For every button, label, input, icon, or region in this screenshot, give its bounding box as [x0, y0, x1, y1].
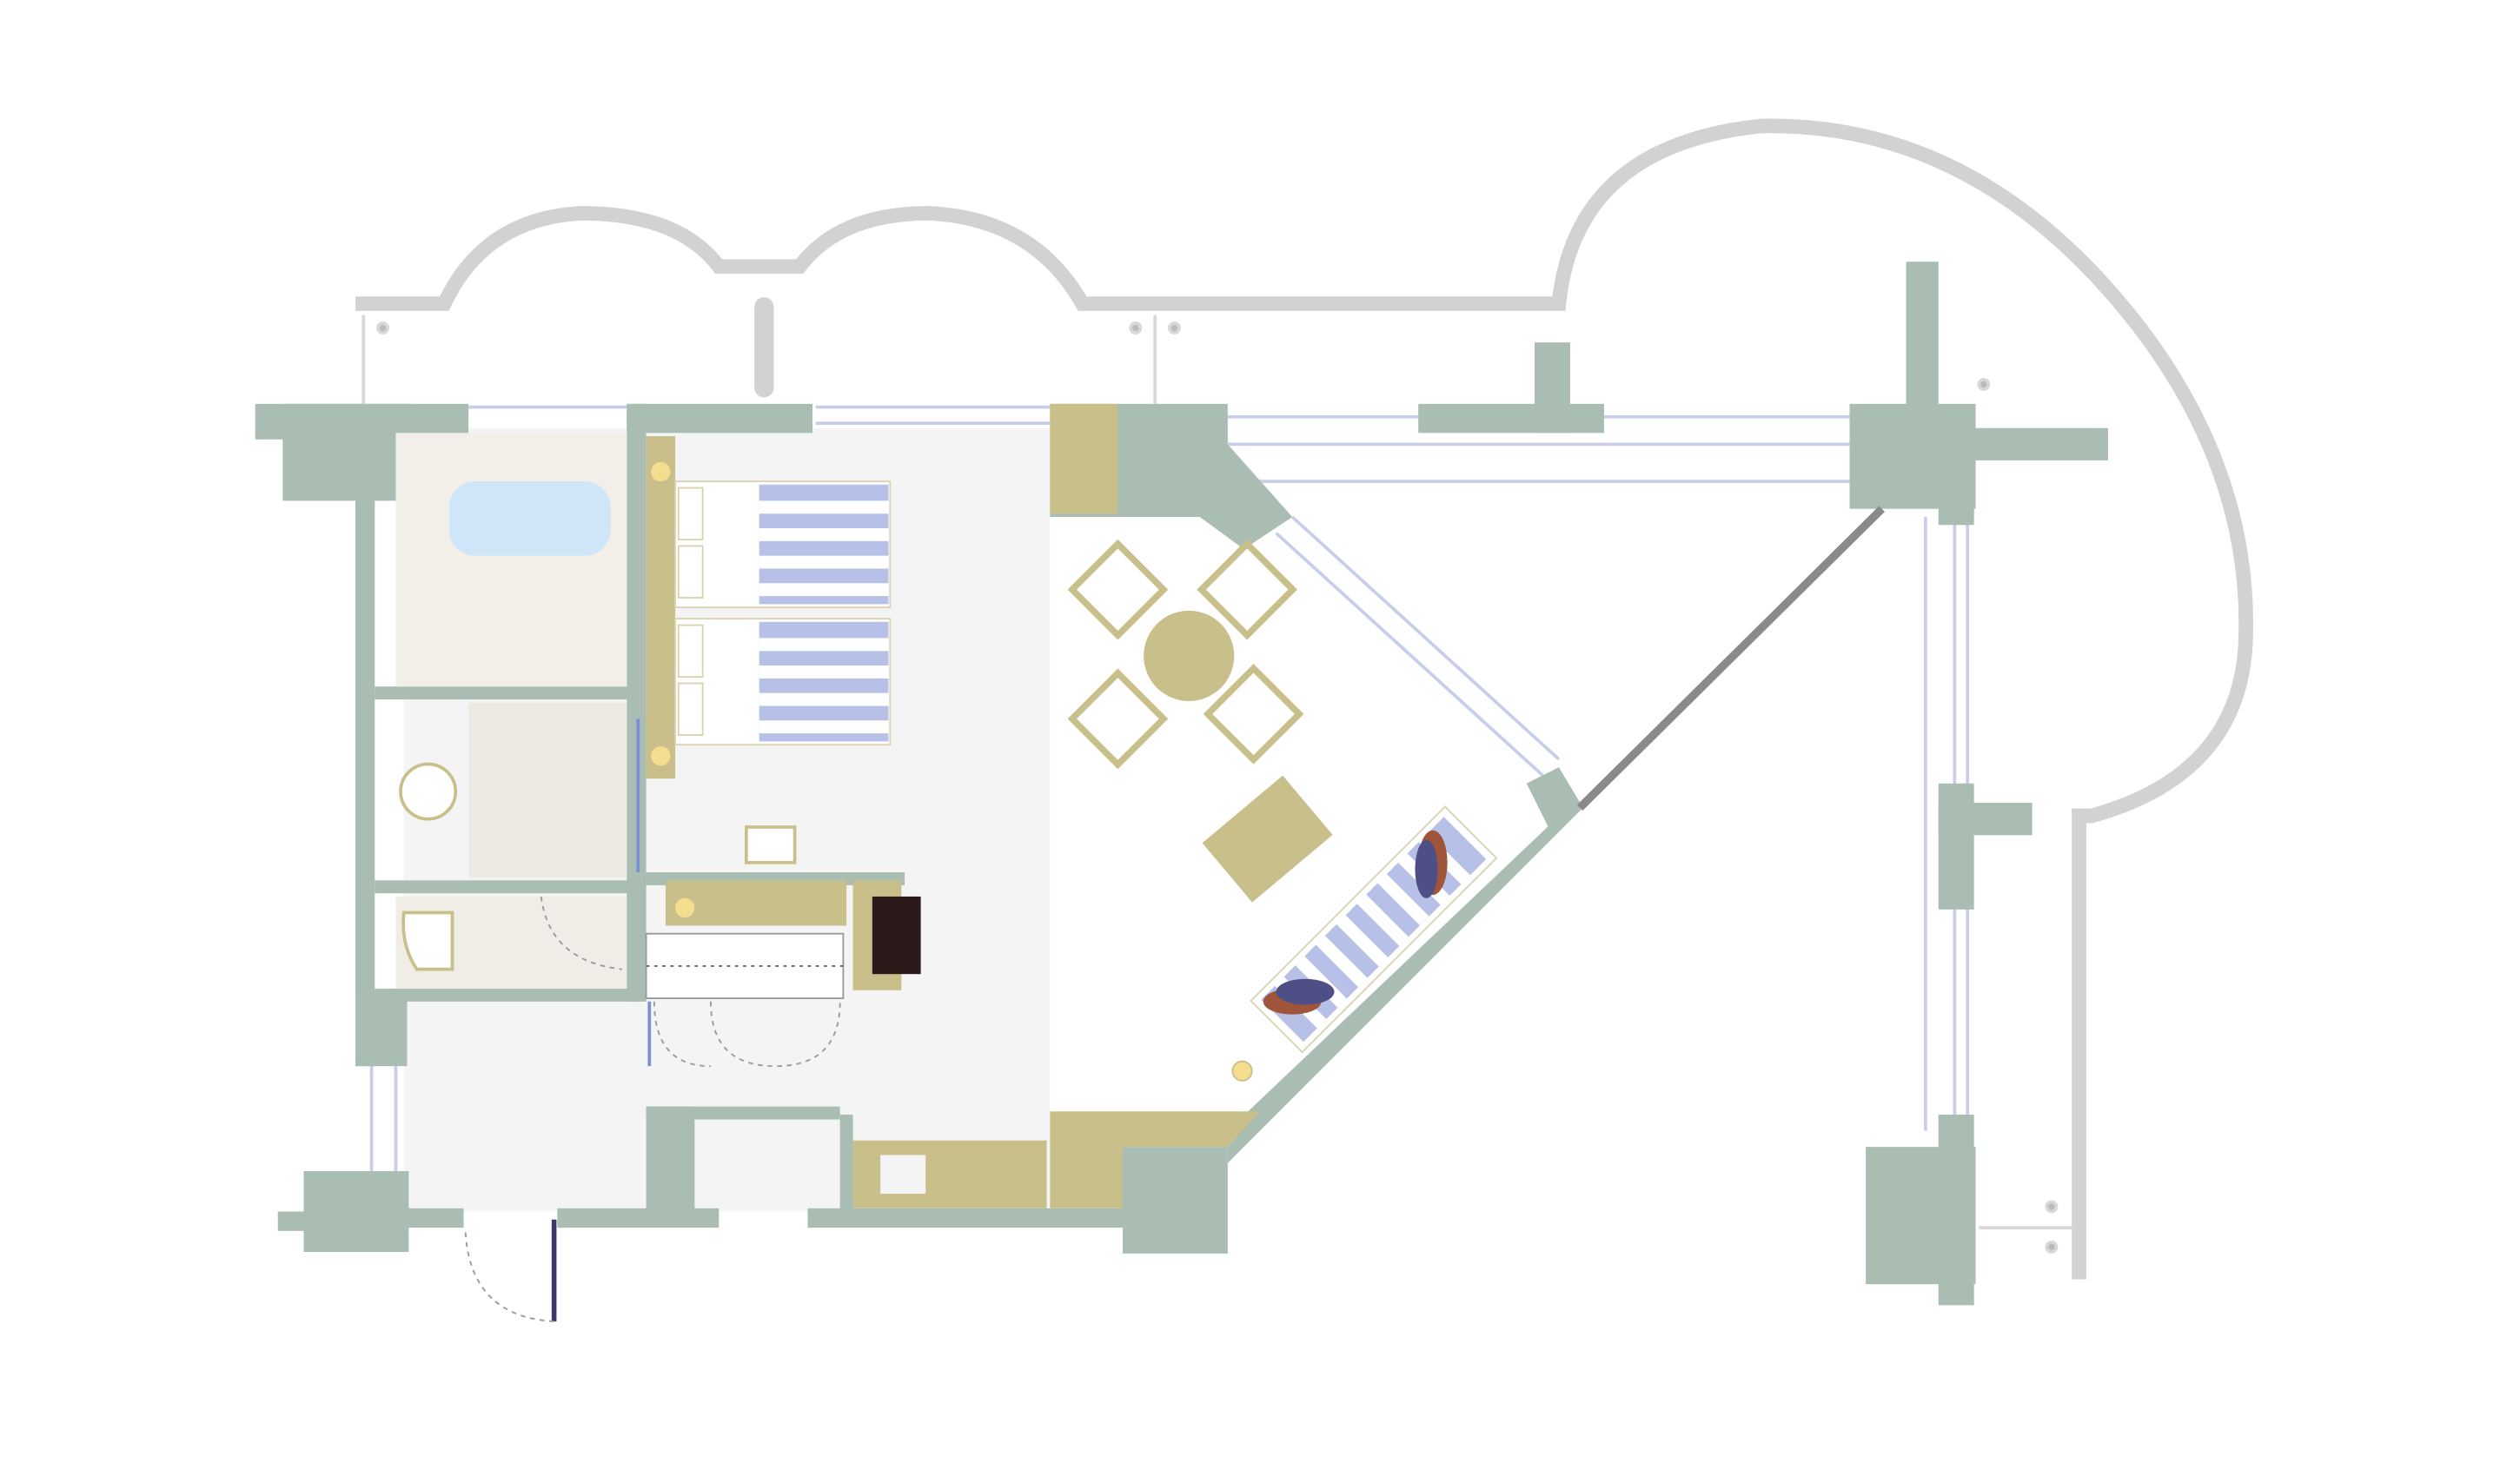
closet-cabinet	[1050, 403, 1118, 514]
terrace-outline	[355, 118, 2253, 1280]
glass-partition	[1576, 506, 1885, 811]
bathtub	[448, 481, 611, 556]
stool	[744, 825, 797, 864]
bathroom	[395, 433, 627, 989]
washroom-floor	[468, 702, 627, 877]
entry-door-swing	[464, 1228, 554, 1322]
windows	[369, 405, 1970, 1172]
headboard	[646, 436, 676, 779]
toilet-door	[540, 896, 622, 970]
toilet	[401, 910, 454, 971]
cushion	[1415, 839, 1438, 898]
coffee-table	[1202, 775, 1333, 903]
entry	[464, 403, 1260, 1322]
terrace-rails	[361, 315, 2076, 1254]
bedroom	[636, 436, 921, 1068]
sideboard	[1050, 1111, 1260, 1208]
tv	[872, 896, 921, 975]
sink	[399, 762, 458, 821]
safe	[880, 1155, 926, 1195]
living-room	[1067, 539, 1498, 1082]
dining-table	[1144, 610, 1235, 701]
bed	[674, 480, 892, 609]
lamp	[651, 746, 671, 766]
lamp	[651, 461, 671, 482]
floor-lamp	[1231, 1060, 1253, 1082]
cushion	[1276, 978, 1335, 1005]
desk	[665, 880, 847, 926]
chairs	[1067, 539, 1304, 770]
lamp	[675, 897, 695, 918]
bed	[674, 618, 892, 746]
closet-door	[653, 1001, 841, 1068]
